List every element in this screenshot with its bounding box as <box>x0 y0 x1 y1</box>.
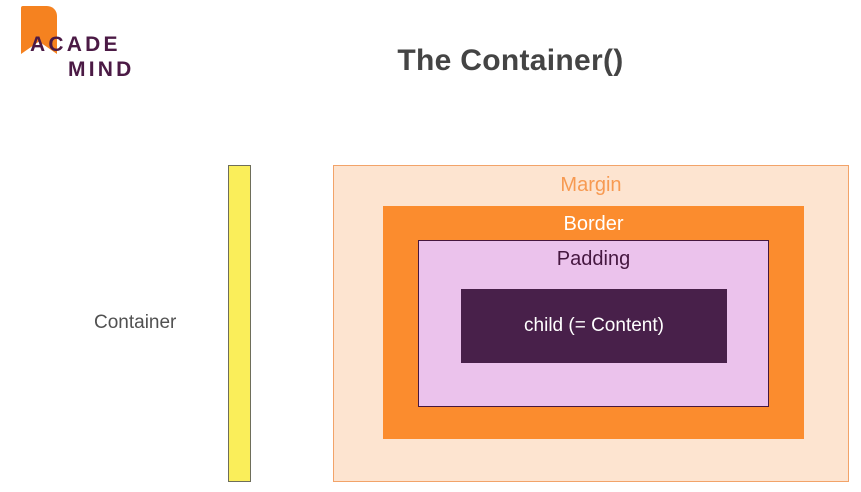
margin-label: Margin <box>560 174 622 196</box>
padding-box: Padding child (= Content) <box>418 240 769 407</box>
logo-line-acade: ACADE <box>30 33 121 56</box>
container-bar <box>228 165 251 482</box>
margin-box: Margin Border Padding child (= Content) <box>333 165 849 482</box>
academind-logo: ACADE MIND <box>12 6 192 86</box>
border-box: Border Padding child (= Content) <box>383 206 804 439</box>
content-label: child (= Content) <box>524 315 664 336</box>
container-label: Container <box>94 312 177 333</box>
border-label: Border <box>563 213 624 235</box>
padding-label: Padding <box>556 248 631 270</box>
page-title: The Container() <box>397 44 624 77</box>
logo-wordmark: ACADE MIND <box>12 32 192 82</box>
logo-line-mind: MIND <box>68 58 135 81</box>
content-box: child (= Content) <box>461 289 727 363</box>
